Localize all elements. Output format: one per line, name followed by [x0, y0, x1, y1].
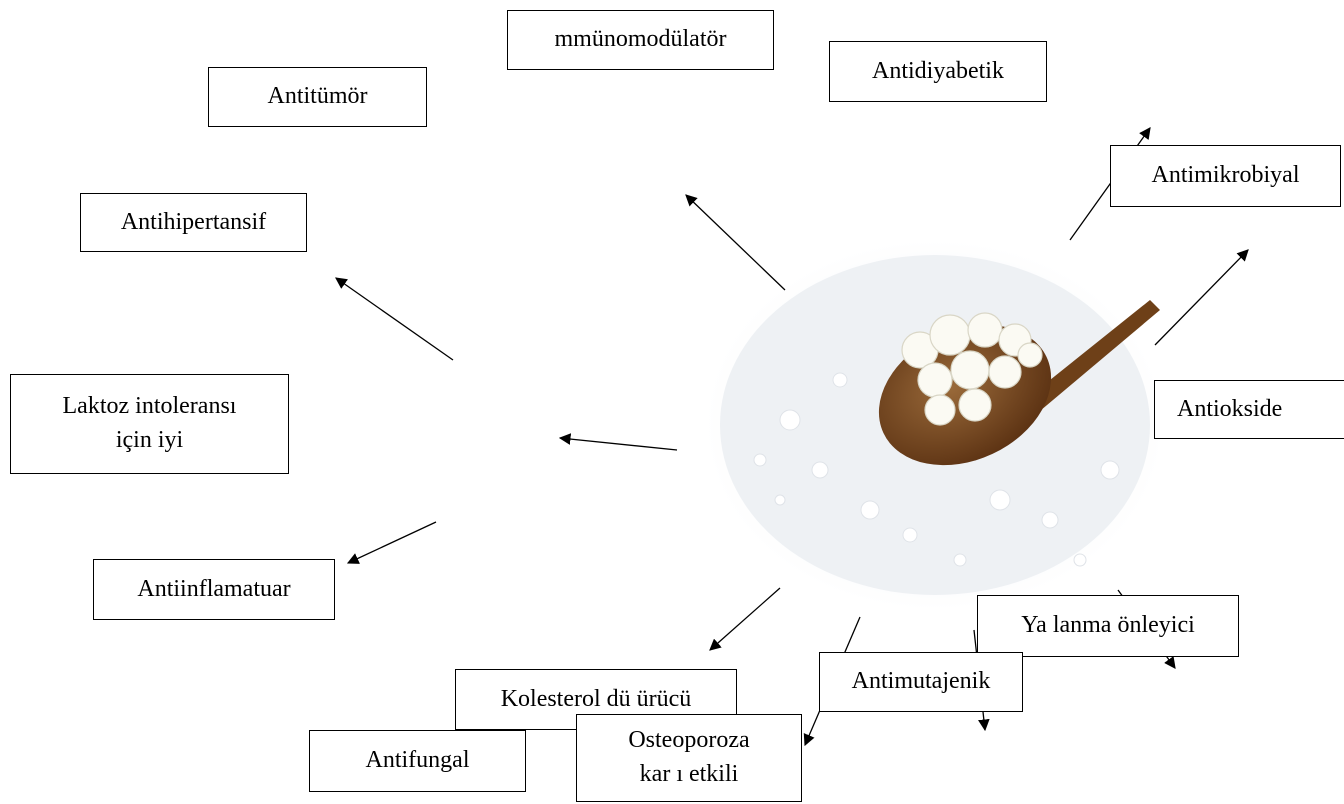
label-osteoporosis: Osteoporoza kar ı etkili: [576, 714, 802, 802]
arrow-immunomodulator: [686, 195, 785, 290]
label-antimutagenic-text: Antimutajenik: [852, 665, 991, 699]
label-antiaging: Ya lanma önleyici: [977, 595, 1239, 657]
label-antidiabetic-text: Antidiyabetik: [872, 55, 1004, 89]
label-antitumor: Antitümör: [208, 67, 427, 127]
label-antihypertensive: Antihipertansif: [80, 193, 307, 252]
label-antitumor-text: Antitümör: [268, 80, 368, 114]
kefir-image: [700, 235, 1170, 615]
arrow-lactose: [560, 438, 677, 450]
label-antioxidant: Antiokside: [1154, 380, 1344, 439]
label-antiinflammatory: Antiinflamatuar: [93, 559, 335, 620]
label-antidiabetic: Antidiyabetik: [829, 41, 1047, 102]
label-antimicrobial: Antimikrobiyal: [1110, 145, 1341, 207]
arrow-antioxidant-upper: [1155, 250, 1248, 345]
label-osteoporosis-line1: Osteoporoza: [628, 724, 749, 758]
label-antimicrobial-text: Antimikrobiyal: [1152, 159, 1300, 193]
label-cholesterol-text: Kolesterol dü ürücü: [501, 683, 692, 717]
label-osteoporosis-line2: kar ı etkili: [640, 758, 739, 792]
label-immunomodulator: mmünomodülatör: [507, 10, 774, 70]
label-lactose-line2: için iyi: [116, 424, 183, 458]
label-antiinflammatory-text: Antiinflamatuar: [137, 573, 290, 607]
label-lactose-line1: Laktoz intoleransı: [63, 390, 237, 424]
label-antifungal-text: Antifungal: [366, 744, 470, 778]
label-lactose: Laktoz intoleransı için iyi: [10, 374, 289, 474]
arrow-cholesterol: [710, 588, 780, 650]
label-antimutagenic: Antimutajenik: [819, 652, 1023, 712]
arrow-antiinflamatuar: [348, 522, 436, 563]
label-antihypertensive-text: Antihipertansif: [121, 206, 266, 240]
label-immunomodulator-text: mmünomodülatör: [555, 23, 727, 57]
arrow-antihypertansif: [336, 278, 453, 360]
label-antiaging-text: Ya lanma önleyici: [1021, 609, 1195, 643]
label-antioxidant-text: Antiokside: [1177, 393, 1282, 427]
label-antifungal: Antifungal: [309, 730, 526, 792]
